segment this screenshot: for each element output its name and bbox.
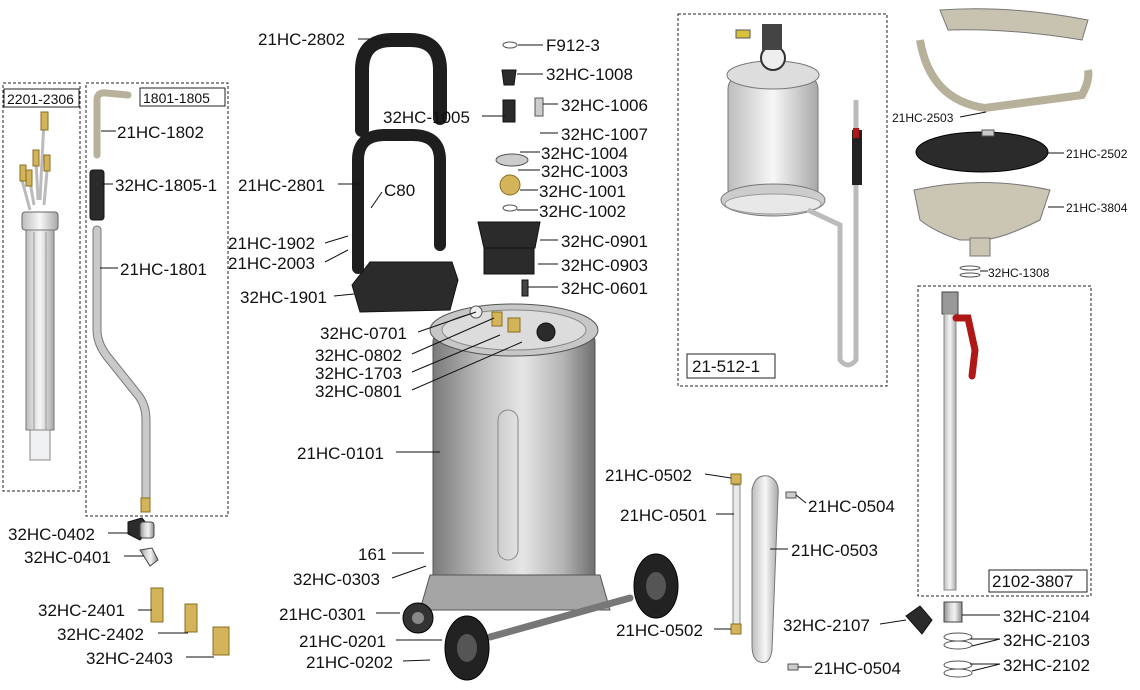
part-labels: 21HC-1802 32HC-1805-1 21HC-1801 32HC-040… <box>8 30 1128 678</box>
part-label: 32HC-0303 <box>293 570 380 589</box>
sight-gauge-illustration <box>730 473 973 678</box>
part-label: 32HC-2103 <box>1003 631 1090 650</box>
top-cap-illustration <box>477 221 541 249</box>
part-label: 21HC-1902 <box>228 234 315 253</box>
group-label-1801: 1801-1805 <box>143 90 210 106</box>
part-label: 21HC-1802 <box>117 123 204 142</box>
funnel-parts-illustration <box>913 8 1093 278</box>
part-label: 32HC-2107 <box>783 616 870 635</box>
part-label: 21HC-2802 <box>258 30 345 49</box>
suction-tube-group: 1801-1805 <box>85 82 229 517</box>
handle-base-illustration <box>351 261 459 313</box>
part-label: 32HC-1007 <box>561 125 648 144</box>
part-label: 21HC-2502 <box>1066 147 1128 161</box>
coupler-a-illustration <box>150 587 164 623</box>
bent-tube-illustration <box>93 89 132 159</box>
part-label: 21HC-0504 <box>814 659 901 678</box>
coupler-b-illustration <box>184 603 198 633</box>
part-label: 32HC-0901 <box>561 232 648 251</box>
part-label: 32HC-0401 <box>24 548 111 567</box>
long-tube-illustration <box>93 226 150 509</box>
part-label: 21HC-0201 <box>299 632 386 651</box>
group-tag-2102 <box>988 569 1088 593</box>
leader-lines <box>100 38 1064 672</box>
part-label: 32HC-1002 <box>539 202 626 221</box>
part-label: 32HC-2102 <box>1003 656 1090 675</box>
part-label: 32HC-2104 <box>1003 607 1090 626</box>
bottom-left-fittings <box>127 517 230 656</box>
part-label: 32HC-1005 <box>383 108 470 127</box>
part-label: 32HC-1004 <box>541 144 628 163</box>
group-label-2102: 2102-3807 <box>992 572 1073 591</box>
upper-handle-illustration <box>355 33 447 137</box>
part-label: 32HC-1003 <box>541 162 628 181</box>
part-label: 32HC-2401 <box>38 601 125 620</box>
part-label: 21HC-3804 <box>1066 201 1128 215</box>
part-label: 21HC-0101 <box>297 444 384 463</box>
part-label: 21HC-0301 <box>279 605 366 624</box>
part-label: 32HC-0402 <box>8 525 95 544</box>
part-label: F912-3 <box>546 36 600 55</box>
part-label: 21HC-0501 <box>620 506 707 525</box>
part-label: 21HC-2503 <box>892 111 954 125</box>
part-label: 32HC-0701 <box>320 324 407 343</box>
part-label: 32HC-1703 <box>315 364 402 383</box>
lower-handle-illustration <box>352 129 446 274</box>
part-label: 21HC-1801 <box>120 260 207 279</box>
group-tag-1801 <box>139 87 226 107</box>
part-label: 32HC-1308 <box>988 266 1050 280</box>
group-box-1801 <box>85 82 229 517</box>
group-tag-21512 <box>686 353 776 379</box>
part-label: 32HC-2403 <box>86 649 173 668</box>
tank-sightwindow-illustration <box>497 409 519 561</box>
group-box-21512 <box>677 13 888 387</box>
part-label: 32HC-0801 <box>315 382 402 401</box>
probe-assembly-group: 2201-2306 <box>2 82 81 492</box>
part-label: 32HC-0903 <box>561 256 648 275</box>
elbow-fitting-illustration <box>139 547 159 567</box>
group-tag-2201 <box>3 88 80 108</box>
part-label: 161 <box>358 545 386 564</box>
group-box-2201 <box>2 82 81 492</box>
tube-tip-illustration <box>140 497 151 513</box>
part-label: 32HC-1006 <box>561 96 648 115</box>
part-label: 32HC-1805-1 <box>115 176 217 195</box>
part-label: 32HC-0802 <box>315 346 402 365</box>
part-label: 32HC-1001 <box>539 182 626 201</box>
part-label: 21HC-0202 <box>306 653 393 672</box>
part-label: 32HC-2402 <box>57 625 144 644</box>
part-label: C80 <box>384 181 415 200</box>
group-label-2201: 2201-2306 <box>7 91 74 107</box>
grip-sleeve-illustration <box>89 169 105 221</box>
coupler-c-illustration <box>212 626 230 656</box>
main-tank-illustration <box>351 33 679 681</box>
evacuation-tank-group: 21-512-1 <box>677 13 888 387</box>
part-label: 21HC-0502 <box>616 621 703 640</box>
drain-valve-group: 2102-3807 <box>917 285 1092 597</box>
probe-tubes-illustration <box>19 111 59 461</box>
part-label: 21HC-0504 <box>808 497 895 516</box>
group-label-21512: 21-512-1 <box>692 357 760 376</box>
group-box-2102 <box>917 285 1092 597</box>
part-label: 21HC-2801 <box>238 176 325 195</box>
part-label: 21HC-0502 <box>605 466 692 485</box>
part-label: 32HC-1901 <box>240 288 327 307</box>
part-label: 21HC-0503 <box>791 541 878 560</box>
part-label: 32HC-0601 <box>561 279 648 298</box>
part-label: 32HC-1008 <box>546 65 633 84</box>
part-label: 21HC-2003 <box>228 254 315 273</box>
